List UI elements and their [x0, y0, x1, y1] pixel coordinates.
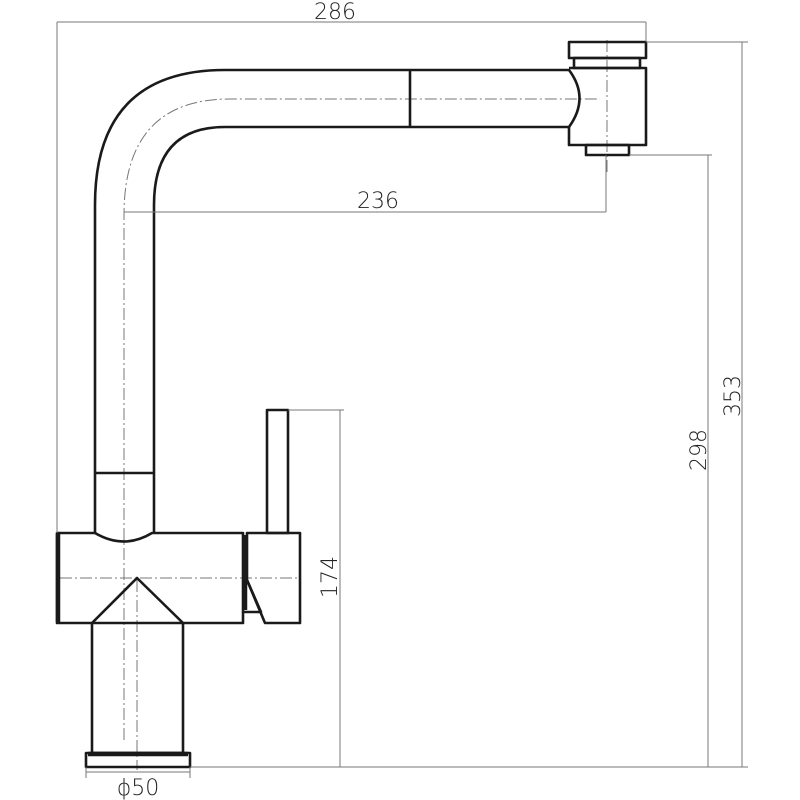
- dim-base-diameter: ϕ50: [117, 776, 160, 800]
- dimension-labels: 286 236 353 298 174 ϕ50: [117, 0, 746, 800]
- spray-head: [567, 40, 648, 157]
- dim-spout-reach: 236: [357, 189, 399, 214]
- faucet-body: [55, 531, 245, 769]
- centerlines: [60, 40, 608, 770]
- dim-outlet-height: 298: [687, 429, 712, 471]
- lever-handle: [242, 408, 302, 625]
- dim-lever-height: 174: [318, 556, 343, 598]
- dim-total-reach: 286: [314, 0, 356, 25]
- dim-total-height: 353: [721, 375, 746, 417]
- spout: [93, 68, 581, 533]
- dimension-lines: [56, 21, 748, 778]
